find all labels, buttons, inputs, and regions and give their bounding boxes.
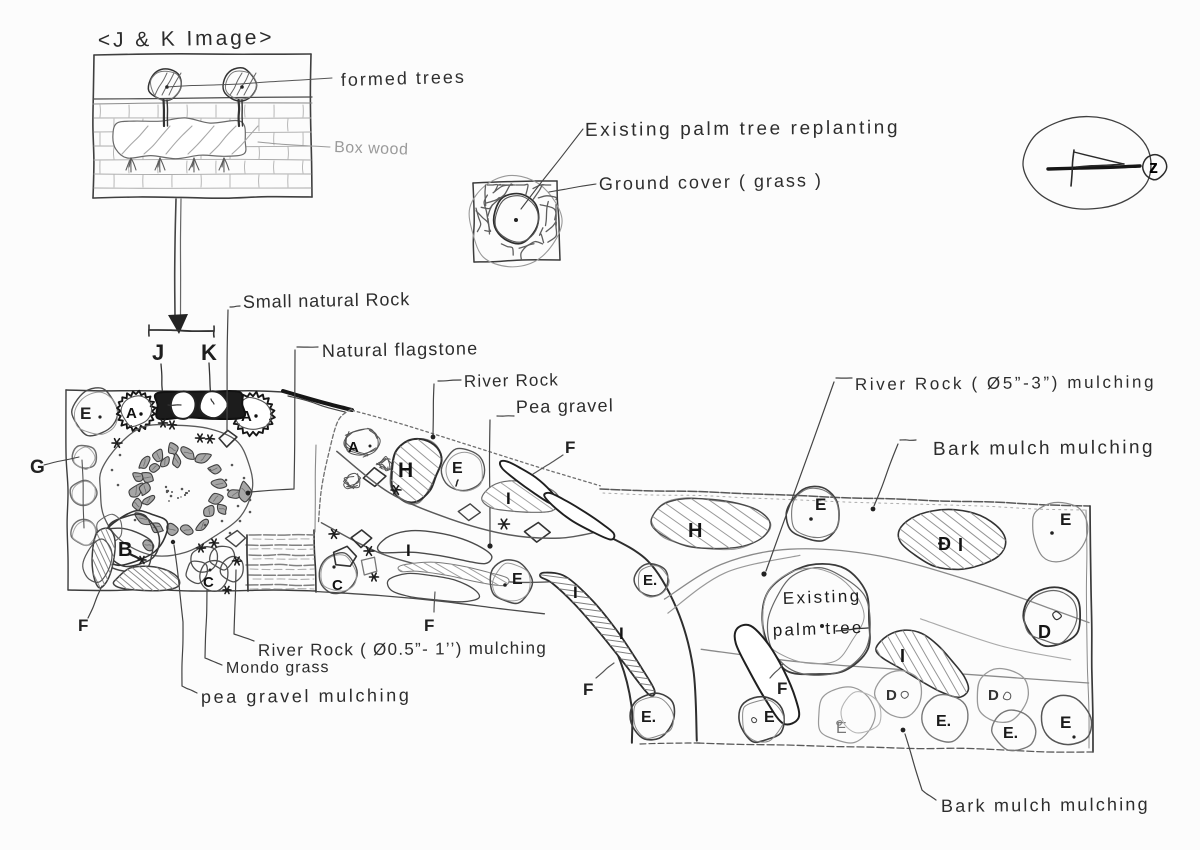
svg-text:E: E [764,709,775,726]
svg-text:Existing: Existing [782,586,861,608]
svg-text:D: D [1038,622,1051,642]
svg-text:E: E [80,404,91,423]
svg-text:Natural flagstone: Natural flagstone [322,338,479,361]
svg-text:F: F [424,616,434,635]
svg-text:<J & K Image>: <J & K Image> [98,26,275,52]
svg-text:I: I [958,535,963,555]
svg-text:C: C [203,574,214,591]
svg-text:E: E [1060,713,1071,732]
svg-text:E.: E. [1003,725,1018,742]
svg-text:E: E [1060,510,1071,529]
svg-text:River Rock ( Ø0.5”- 1’’) mulc: River Rock ( Ø0.5”- 1’’) mulching [258,638,547,660]
svg-text:Ground cover ( grass ): Ground cover ( grass ) [599,170,823,194]
svg-text:D: D [886,687,897,704]
svg-text:A: A [241,408,252,425]
svg-text:Box wood: Box wood [334,139,409,159]
svg-text:A: A [126,405,137,422]
svg-text:E.: E. [643,572,657,589]
svg-text:Ð: Ð [938,534,951,554]
svg-text:formed trees: formed trees [341,67,467,90]
svg-text:E: E [815,495,826,514]
svg-text:H: H [398,459,413,482]
svg-text:River Rock ( Ø5”-3”) mulching: River Rock ( Ø5”-3”) mulching [855,372,1156,394]
svg-text:Pea gravel: Pea gravel [516,395,614,417]
svg-text:Bark mulch mulching: Bark mulch mulching [933,437,1155,460]
svg-text:H: H [688,520,702,542]
svg-text:Mondo grass: Mondo grass [226,659,330,677]
svg-text:I: I [406,541,411,560]
svg-text:Bark mulch mulching: Bark mulch mulching [941,794,1150,816]
svg-text:E: E [836,720,847,737]
svg-text:pea gravel mulching: pea gravel mulching [201,685,412,707]
svg-text:J: J [152,340,164,365]
svg-text:E.: E. [936,713,951,730]
svg-text:palm tree: palm tree [772,618,863,640]
svg-text:D: D [988,687,999,704]
svg-text:River Rock: River Rock [464,370,559,391]
svg-text:A: A [348,439,359,456]
svg-text:I: I [506,489,511,508]
svg-text:F: F [565,438,575,457]
svg-text:C: C [332,577,343,594]
svg-text:B: B [118,539,132,561]
svg-text:Small natural Rock: Small natural Rock [243,289,411,312]
svg-text:G: G [30,457,45,478]
svg-text:I: I [619,624,624,643]
svg-text:Existing palm tree replanti: Existing palm tree replanting [585,117,900,141]
svg-text:E: E [512,571,523,588]
svg-text:F: F [583,680,593,699]
svg-text:E.: E. [641,709,656,726]
svg-text:F: F [78,616,88,635]
svg-text:F: F [777,679,787,698]
svg-text:E: E [452,460,463,477]
svg-text:I: I [573,583,578,602]
svg-text:K: K [201,340,217,365]
svg-text:I: I [900,646,905,666]
svg-text:z: z [1149,157,1159,177]
